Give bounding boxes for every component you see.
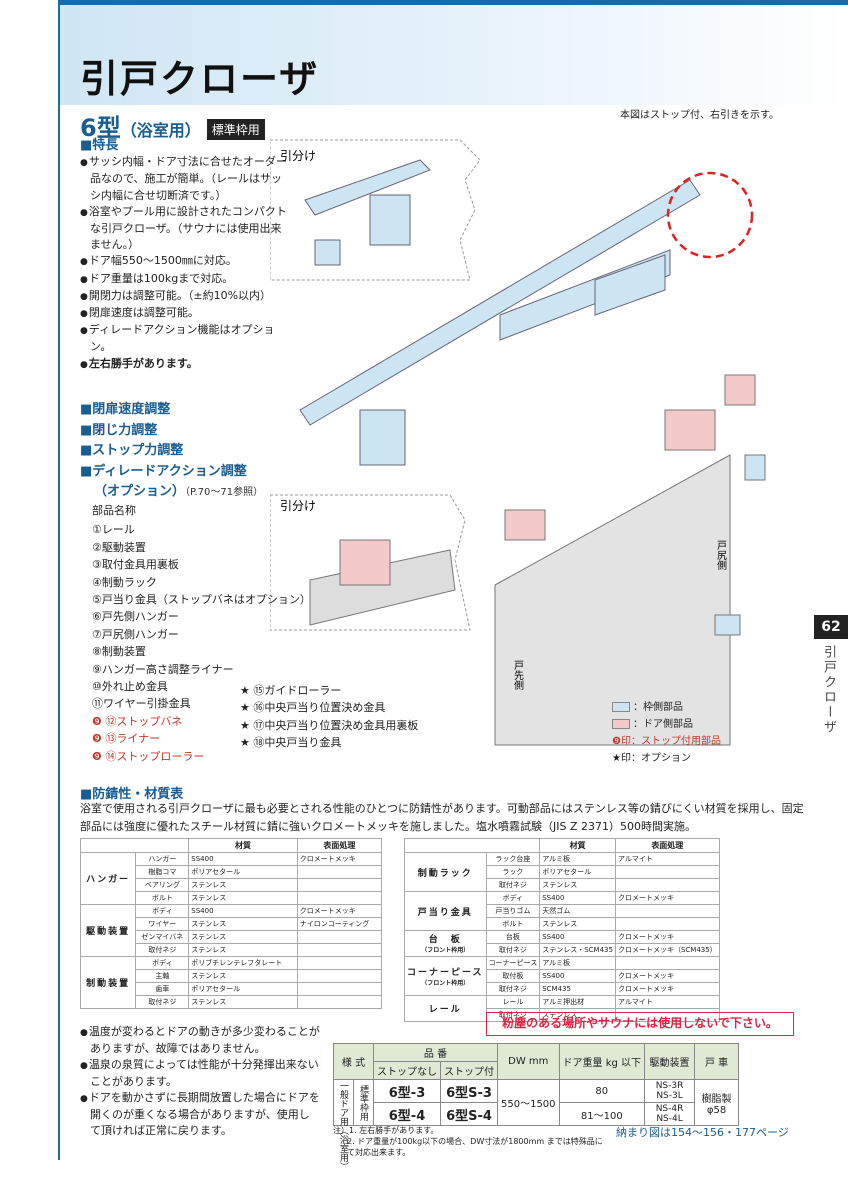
feature-item: サッシ内幅・ドア寸法に合せたオーダー品なので、施工が簡単。（レールはサッシ内幅に… — [80, 154, 290, 204]
warning-box: 粉塵のある場所やサウナには使用しないで下さい。 — [486, 1012, 794, 1036]
adjustments: ■閉扉速度調整■閉じ力調整■ストップ力調整■ディレードアクション調整 （オプショ… — [80, 402, 264, 499]
part-item-option: ★ ⑱中央戸当り金具 — [240, 736, 342, 750]
table-row: 取付ネジステンレス — [405, 1008, 720, 1022]
note-item: 温度が変わるとドアの動きが多少変わることがありますが、故障ではありません。 — [80, 1024, 320, 1057]
footnotes: 注）1. 左右勝手があります。2. ドア重量が100kg以下の場合、DW寸法が1… — [333, 1126, 603, 1157]
notes-list: 温度が変わるとドアの動きが多少変わることがありますが、故障ではありません。温泉の… — [80, 1024, 320, 1139]
note-item: 温泉の泉質によっては性能が十分発揮出来ないことがあります。 — [80, 1057, 320, 1090]
part-item-stop: ❾ ⑫ストップバネ — [92, 714, 183, 728]
part-item-stop: ❾ ⑭ストップローラー — [92, 749, 205, 763]
header-bar — [60, 0, 848, 5]
table-row: 樹脂コマポリアセタール — [81, 865, 383, 879]
part-item: ④制動ラック — [92, 575, 157, 589]
feature-item: ディレードアクション機能はオプション。 — [80, 322, 290, 355]
part-item: ③取付金具用裏板 — [92, 558, 179, 572]
part-item-option: ★ ⑯中央戸当り位置決め金具 — [240, 701, 386, 715]
feature-list: サッシ内幅・ドア寸法に合せたオーダー品なので、施工が簡単。（レールはサッシ内幅に… — [80, 154, 290, 373]
part-item: ⑪ワイヤー引掛金具 — [92, 697, 191, 711]
parts-diagram: 引分け 引分け 戸尻側 戸先側 — [270, 139, 766, 746]
optional-parts: ★ ⑮ガイドローラー ★ ⑯中央戸当り位置決め金具 ★ ⑰中央戸当り位置決め金具用裏… — [240, 682, 418, 752]
table-row: ゼンマイバネステンレス — [81, 930, 383, 944]
side-label: 引戸クローザ — [821, 645, 836, 735]
left-rule — [58, 0, 60, 1160]
table-row: 制動ラックラック台座アルミ板アルマイト — [404, 852, 720, 892]
legend: ：枠側部品 ：ドア側部品 ❾印：ストップ付用部品 ★印：オプション — [612, 702, 721, 764]
table-row: 制動装置ボディポリブチレンテレフタレート — [79, 956, 383, 1009]
part-item: ⑨ハンガー高さ調整ライナー — [92, 662, 234, 676]
feature-item: 浴室やプール用に設計されたコンパクトな引戸クローザ。（サウナには使用出来ません。… — [80, 204, 290, 254]
table-row: コーナーピース（フロント枠用）コーナーピースアルミ板 — [404, 956, 720, 996]
page-number: 62 — [814, 615, 848, 639]
table-row: 取付ネジステンレス — [405, 878, 720, 892]
door-label-1: 戸尻側 — [715, 540, 727, 570]
diagram-label-2: 引分け — [280, 499, 316, 513]
rust-title: ■防錆性・材質表 — [80, 787, 184, 802]
part-item: ②駆動装置 — [92, 540, 146, 554]
model-title: 6型（浴室用）標準枠用 — [80, 108, 265, 143]
frame-badge: 標準枠用 — [206, 118, 265, 140]
part-item: ⑩外れ止め金具 — [92, 680, 168, 694]
part-item: ⑥戸先側ハンガー — [92, 610, 179, 624]
part-item: ①レール — [92, 523, 135, 537]
feature-item: ドア幅550～1500㎜に対応。 — [80, 253, 290, 270]
part-item-option: ★ ⑮ガイドローラー — [240, 684, 342, 697]
diagram-label-1: 引分け — [280, 149, 316, 163]
part-item: ⑦戸尻側ハンガー — [92, 627, 179, 641]
feature-item: 閉扉速度は調整可能。 — [80, 305, 290, 322]
part-item-stop: ❾ ⑬ライナー — [92, 732, 161, 746]
table-row: レールレールアルミ押出材アルマイト — [404, 995, 720, 1022]
part-item-option: ★ ⑰中央戸当り位置決め金具用裏板 — [240, 718, 419, 732]
table-row: 取付ネジステンレス — [81, 995, 383, 1009]
rust-text: 浴室で使用される引戸クローザに最も必要とされる性能のひとつに防錆性があります。可… — [80, 802, 804, 833]
header-band — [60, 0, 848, 105]
feature-item: ドア重量は100kgまで対応。 — [80, 271, 290, 288]
material-table-2: 材質表面処理制動ラックラック台座アルミ板アルマイトラックポリアセタール取付ネジス… — [403, 838, 720, 1022]
door-label-2: 戸先側 — [512, 660, 524, 690]
table-row: ボルトステンレス — [81, 891, 383, 905]
feature-item: 開閉力は調整可能。（±約10%以内） — [80, 288, 290, 305]
note-item: ドアを動かさずに長期間放置した場合にドアを開くのが重くなる場合がありますが、使用… — [80, 1090, 320, 1139]
features: ■特長 サッシ内幅・ドア寸法に合せたオーダー品なので、施工が簡単。（レールはサッ… — [80, 138, 290, 373]
reference-pages: 納まり図は154～156・177ページ — [616, 1126, 789, 1139]
page-title: 引戸クローザ — [80, 57, 320, 101]
diagram-note: 本図はストップ付、右引きを示す。 — [620, 110, 779, 121]
part-item: ⑧制動装置 — [92, 645, 146, 659]
feature-item: 左右勝手があります。 — [80, 356, 290, 373]
part-item: ⑤戸当り金具（ストップバネはオプション） — [92, 593, 311, 607]
